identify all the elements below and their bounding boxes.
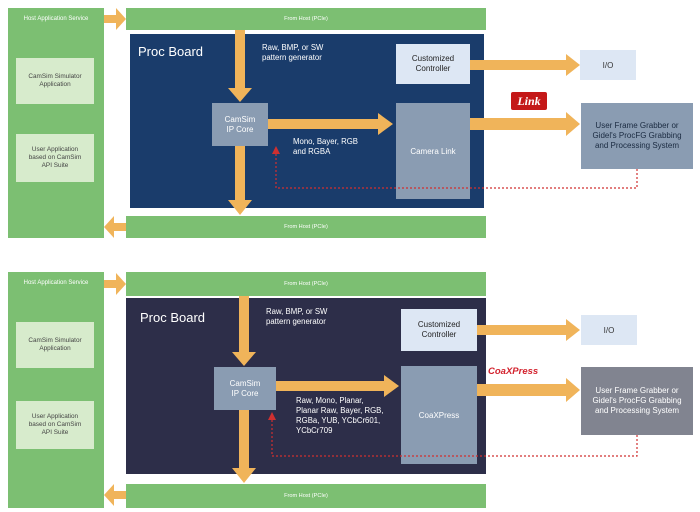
ip-core-box-top: CamSim IP Core [212, 103, 268, 146]
pcie-bar-top-in: From Host (PCIe) [126, 8, 486, 30]
io-box-bottom: I/O [581, 315, 637, 345]
dotted-return-arrowhead-bottom [268, 412, 276, 420]
arrow-down-to-ipcore-bottom [232, 296, 256, 366]
formats-label-top: Mono, Bayer, RGB and RGBA [293, 137, 359, 156]
pcie-bar-top-out: From Host (PCIe) [126, 216, 486, 238]
host-title-bottom: Host Application Service [23, 280, 89, 286]
frame-grabber-box-bottom: User Frame Grabber or Gidel's ProcFG Gra… [581, 367, 693, 435]
camera-link-box-top: Camera Link [396, 103, 470, 199]
coaxpress-logo: CoaXPress [488, 366, 539, 377]
user-app-box-bottom: User Application based on CamSim API Sui… [16, 401, 94, 449]
arrow-ipcore-to-coaxpress [276, 375, 399, 397]
simulator-app-box-top: CamSim Simulator Application [16, 58, 94, 104]
arrow-cameralink-to-grabber [470, 112, 580, 136]
ip-core-box-bottom: CamSim IP Core [214, 367, 276, 410]
arrow-ipcore-to-cameralink [268, 113, 393, 135]
customized-controller-bottom: Customized Controller [401, 309, 477, 351]
host-panel-top: Host Application Service [8, 8, 104, 238]
dotted-return-arrowhead-top [272, 146, 280, 154]
dotted-return-top [275, 152, 638, 189]
arrow-host-to-bar-bottom [104, 273, 126, 295]
generator-label-bottom: Raw, BMP, or SW pattern generator [266, 307, 328, 326]
arrow-down-to-bar-bottom [232, 410, 256, 483]
coaxpress-box-bottom: CoaXPress [401, 366, 477, 464]
host-panel-bottom: Host Application Service [8, 272, 104, 508]
cameralink-logo: Link [511, 92, 547, 110]
arrow-host-to-bar-top [104, 8, 126, 30]
arrow-customized-to-io-top [470, 54, 580, 76]
generator-label-top: Raw, BMP, or SW pattern generator [262, 43, 324, 62]
dotted-return-bottom [271, 418, 638, 457]
arrow-customized-to-io-bottom [477, 319, 580, 341]
arrow-bar-to-host-top [104, 216, 126, 238]
pcie-bar-bottom-out: From Host (PCIe) [126, 484, 486, 508]
host-title-top: Host Application Service [23, 16, 89, 22]
arrow-down-to-ipcore-top [228, 30, 252, 102]
pcie-bar-bottom-in: From Host (PCIe) [126, 272, 486, 296]
customized-controller-top: Customized Controller [396, 44, 470, 84]
frame-grabber-box-top: User Frame Grabber or Gidel's ProcFG Gra… [581, 103, 693, 169]
proc-board-title-bottom: Proc Board [140, 310, 206, 325]
io-box-top: I/O [580, 50, 636, 80]
simulator-app-box-bottom: CamSim Simulator Application [16, 322, 94, 368]
user-app-box-top: User Application based on CamSim API Sui… [16, 134, 94, 182]
formats-label-bottom: Raw, Mono, Planar, Planar Raw, Bayer, RG… [296, 396, 384, 435]
proc-board-title-top: Proc Board [138, 44, 204, 59]
arrow-down-to-bar-top [228, 146, 252, 215]
arrow-coaxpress-to-grabber [477, 378, 580, 402]
arrow-bar-to-host-bottom [104, 484, 126, 506]
